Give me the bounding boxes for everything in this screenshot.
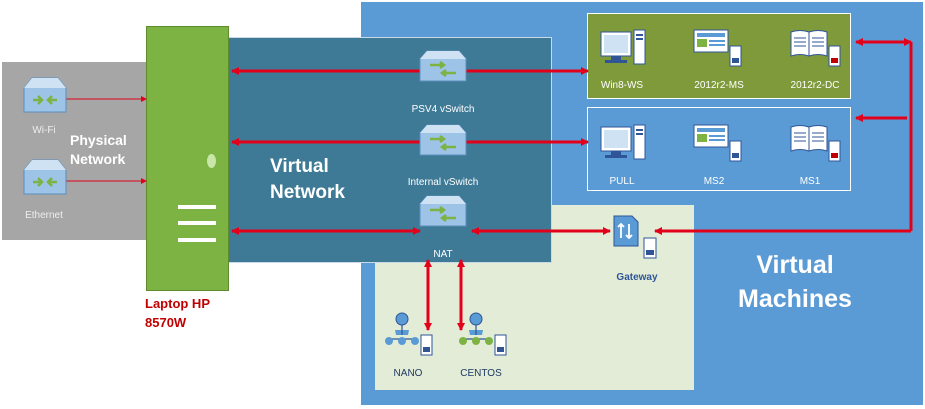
user-group-icon xyxy=(385,312,433,356)
gateway-label: Gateway xyxy=(616,272,658,283)
physical-network-title: Physical Network xyxy=(70,132,127,167)
wifi-label: Wi-Fi xyxy=(32,125,56,136)
network-adapter-icon xyxy=(23,77,67,113)
vm-ms2-label: MS2 xyxy=(703,176,725,187)
user-group-icon xyxy=(459,312,507,356)
laptop-vent-line xyxy=(178,205,216,209)
vm-centos-label: CENTOS xyxy=(460,368,502,379)
ethernet-label: Ethernet xyxy=(25,210,63,221)
workstation-icon xyxy=(600,29,646,65)
psv4-vswitch-label: PSV4 vSwitch xyxy=(411,104,475,115)
virtual-network-title: Virtual Network xyxy=(270,156,345,203)
laptop-power-led xyxy=(207,154,216,168)
virtual-machines-title: Virtual Machines xyxy=(738,251,852,313)
laptop-vent-line xyxy=(178,221,216,225)
nat-label: NAT xyxy=(433,249,453,260)
vm-2012r2dc-label: 2012r2-DC xyxy=(790,80,840,91)
vm-2012r2ms-label: 2012r2-MS xyxy=(694,80,744,91)
gateway-icon xyxy=(613,215,657,259)
workstation-icon xyxy=(600,124,646,160)
vswitch-icon xyxy=(419,50,467,82)
directory-icon xyxy=(790,30,841,67)
vm-win8ws-label: Win8-WS xyxy=(600,80,644,91)
internal-vswitch-label: Internal vSwitch xyxy=(407,177,479,188)
server-icon xyxy=(693,124,742,162)
vswitch-icon xyxy=(419,195,467,227)
laptop-vent-line xyxy=(178,238,216,242)
server-icon xyxy=(693,29,742,67)
vm-ms1-label: MS1 xyxy=(799,176,821,187)
network-adapter-icon xyxy=(23,159,67,195)
vm-pull-label: PULL xyxy=(609,176,635,187)
vswitch-icon xyxy=(419,124,467,156)
directory-icon xyxy=(790,125,841,162)
laptop-label: Laptop HP 8570W xyxy=(145,296,210,330)
vm-nano-label: NANO xyxy=(393,368,423,379)
